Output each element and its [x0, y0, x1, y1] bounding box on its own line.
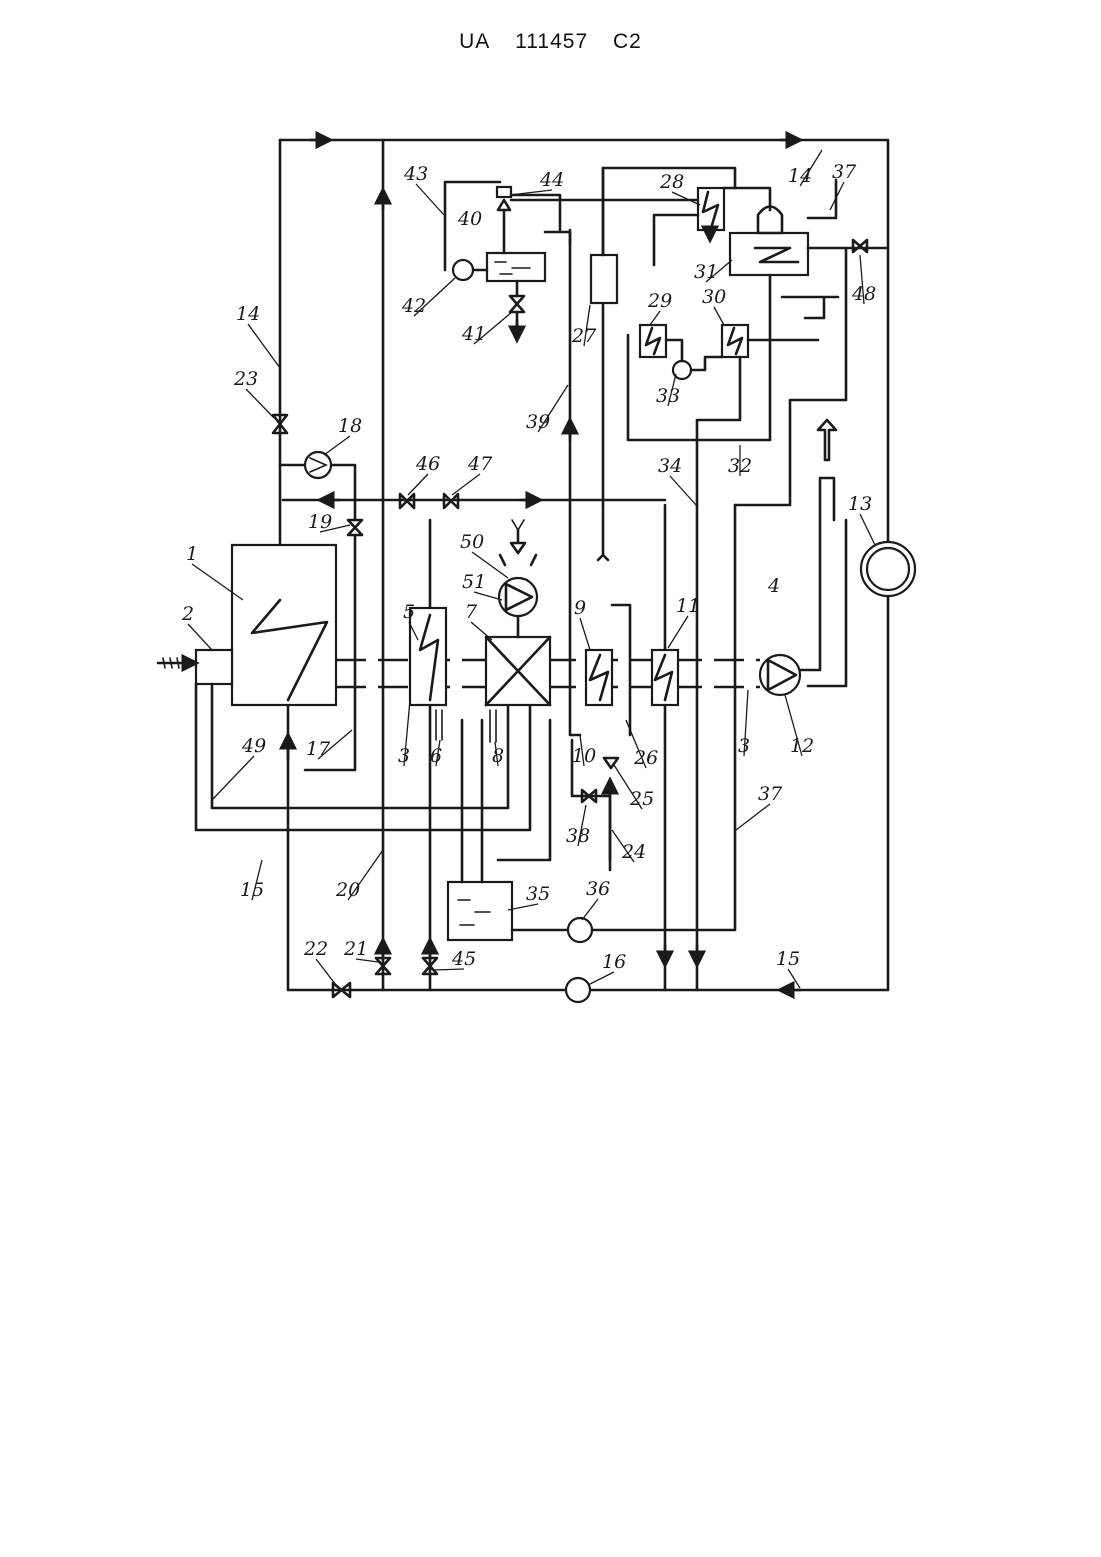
- label-44: 44: [539, 169, 564, 191]
- label-4: 4: [767, 575, 780, 597]
- leader-line-22: [316, 959, 336, 985]
- label-45: 45: [451, 948, 476, 970]
- fan-51: [499, 520, 537, 616]
- leader-line-16: [588, 972, 614, 985]
- label-14: 14: [236, 303, 260, 325]
- label-49: 49: [241, 735, 266, 757]
- leader-line-36: [582, 899, 598, 920]
- label-31: 31: [694, 261, 718, 283]
- label-24: 24: [621, 841, 646, 863]
- label-21: 21: [343, 938, 368, 960]
- label-16: 16: [602, 951, 626, 973]
- heat-exchanger-11: [652, 650, 678, 705]
- consumer-13: [861, 542, 915, 596]
- label-25: 25: [629, 788, 654, 810]
- label-39: 39: [526, 411, 550, 433]
- line-34: [697, 357, 740, 505]
- heat-exchanger-5: [410, 608, 446, 740]
- label-19: 19: [308, 511, 332, 533]
- label-9: 9: [574, 597, 586, 619]
- pump-33: [666, 340, 722, 379]
- leader-line-14: [248, 324, 280, 368]
- label-3: 3: [398, 745, 410, 767]
- heat-exchanger-29: [640, 325, 666, 357]
- label-48: 48: [851, 283, 876, 305]
- label-51: 51: [462, 571, 486, 593]
- label-18: 18: [338, 415, 362, 437]
- label-17: 17: [306, 738, 331, 760]
- leader-line-51: [474, 592, 502, 600]
- label-33: 33: [656, 385, 680, 407]
- leader-line-18: [324, 436, 350, 455]
- label-15: 15: [776, 948, 800, 970]
- label-7: 7: [465, 601, 478, 623]
- label-34: 34: [658, 455, 682, 477]
- leader-line-43: [416, 184, 444, 215]
- label-28: 28: [659, 171, 684, 193]
- label-2: 2: [181, 603, 194, 625]
- label-50: 50: [460, 531, 484, 553]
- label-36: 36: [586, 878, 610, 900]
- label-41: 41: [461, 323, 486, 345]
- leader-line-28: [672, 192, 700, 205]
- leader-line-37: [736, 804, 770, 830]
- heat-exchanger-9: [586, 605, 630, 735]
- label-40: 40: [457, 208, 482, 230]
- pump-16: [566, 978, 590, 1002]
- label-13: 13: [848, 493, 872, 515]
- label-6: 6: [430, 745, 442, 767]
- label-12: 12: [790, 735, 814, 757]
- label-30: 30: [702, 286, 726, 308]
- label-43: 43: [403, 163, 428, 185]
- label-32: 32: [728, 455, 752, 477]
- label-26: 26: [633, 747, 658, 769]
- label-38: 38: [566, 825, 590, 847]
- leader-line-7: [471, 622, 492, 640]
- leader-line-15: [788, 969, 800, 988]
- separator-40: [445, 182, 698, 340]
- label-46: 46: [415, 453, 440, 475]
- label-1: 1: [186, 543, 198, 565]
- leader-line-46: [408, 474, 428, 495]
- label-29: 29: [647, 290, 672, 312]
- leader-line-13: [860, 514, 875, 545]
- leader-line-49: [212, 756, 254, 800]
- leader-line-9: [580, 618, 590, 650]
- leader-line-2: [188, 624, 212, 650]
- label-8: 8: [492, 745, 504, 767]
- label-14: 14: [788, 165, 812, 187]
- leader-line-34: [670, 476, 696, 505]
- mixer-7: [486, 615, 550, 742]
- label-3: 3: [738, 735, 750, 757]
- label-20: 20: [335, 879, 360, 901]
- label-11: 11: [676, 595, 700, 617]
- label-37: 37: [758, 783, 783, 805]
- label-23: 23: [233, 368, 258, 390]
- label-35: 35: [526, 883, 550, 905]
- leader-line-47: [452, 474, 480, 495]
- device-27: [591, 255, 617, 303]
- label-37: 37: [832, 161, 857, 183]
- pump-12: [760, 655, 800, 695]
- label-5: 5: [403, 601, 415, 623]
- label-47: 47: [467, 453, 493, 475]
- label-27: 27: [571, 325, 597, 347]
- label-22: 22: [303, 938, 328, 960]
- leader-line-23: [246, 389, 274, 418]
- label-10: 10: [572, 745, 596, 767]
- leader-line-30: [714, 307, 724, 325]
- label-42: 42: [401, 295, 426, 317]
- leader-line-11: [668, 616, 688, 648]
- leader-line-29: [650, 311, 660, 325]
- label-15: 15: [240, 879, 264, 901]
- boiler-1: [158, 545, 336, 705]
- pump-18: [305, 452, 331, 478]
- tank-35: [448, 505, 735, 942]
